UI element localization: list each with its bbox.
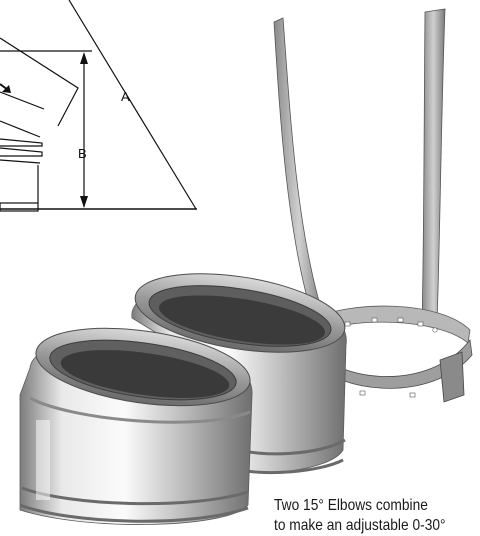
- caption-line-2: to make an adjustable 0-30°: [274, 517, 446, 534]
- caption-line-1: Two 15° Elbows combine: [274, 497, 428, 514]
- elbow-diagram: [0, 0, 197, 212]
- dimension-label-b: B: [78, 146, 87, 161]
- dimension-label-a: A: [121, 89, 130, 104]
- product-caption: Two 15° Elbows combine to make an adjust…: [274, 496, 451, 536]
- steel-elbow-front: [19, 327, 253, 525]
